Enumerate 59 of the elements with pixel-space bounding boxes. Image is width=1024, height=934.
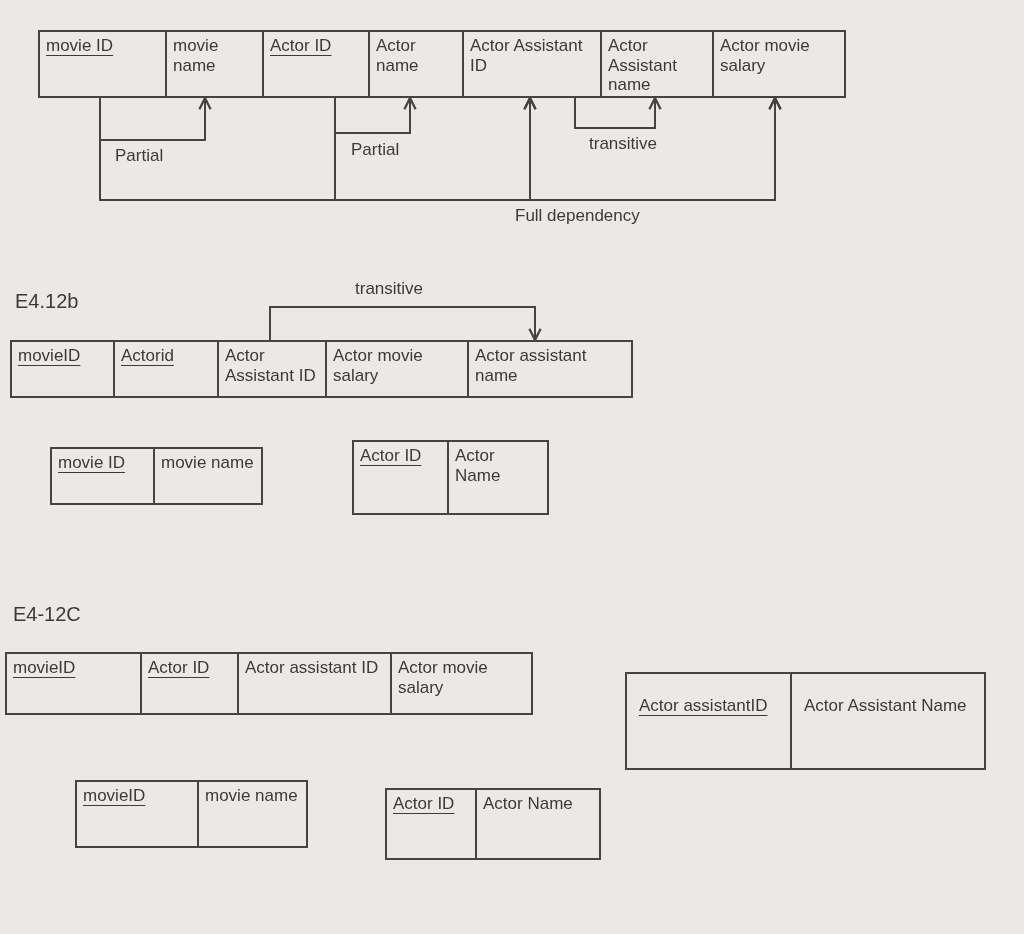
attribute-name: Actor movie salary — [333, 346, 424, 386]
table-cell — [10, 340, 115, 398]
dependency-arrow — [334, 96, 417, 134]
table-cell — [385, 788, 477, 860]
table-cell — [153, 447, 263, 505]
key-attribute-name: movie ID — [46, 36, 114, 56]
table-cell — [368, 30, 464, 98]
table-cell — [237, 652, 392, 715]
table-cell — [75, 780, 199, 848]
dependency-arrow — [269, 306, 542, 342]
table-cell — [5, 652, 142, 715]
attribute-name: movie name — [173, 36, 220, 76]
table-cell — [165, 30, 264, 98]
table-cell — [712, 30, 846, 98]
key-attribute-name: movieID — [18, 346, 81, 366]
dependency-arrow — [334, 96, 782, 201]
attribute-name: Actor Name — [455, 446, 502, 486]
key-attribute-name: Actor ID — [360, 446, 422, 466]
key-attribute-name: Actor ID — [148, 658, 210, 678]
attribute-name: Actor Assistant ID — [470, 36, 584, 76]
table-cell — [625, 672, 792, 770]
table-cell — [600, 30, 714, 98]
attribute-name: Actor movie salary — [720, 36, 811, 76]
key-attribute-name: Actor ID — [270, 36, 332, 56]
table-cell — [113, 340, 219, 398]
key-attribute-name: movie ID — [58, 453, 126, 473]
section-label: E4.12b — [15, 290, 79, 313]
attribute-name: movie name — [161, 453, 254, 473]
table-cell — [790, 672, 986, 770]
table-cell — [447, 440, 549, 515]
dependency-arrow — [99, 96, 212, 141]
key-attribute-name: movieID — [13, 658, 76, 678]
dependency-arrow — [574, 96, 662, 129]
attribute-name: Actor Assistant Name — [804, 696, 967, 716]
key-attribute-name: movieID — [83, 786, 146, 806]
table-cell — [325, 340, 469, 398]
attribute-name: Actor name — [376, 36, 420, 76]
table-cell — [462, 30, 602, 98]
attribute-name: Actor Name — [483, 794, 573, 814]
attribute-name: movie name — [205, 786, 298, 806]
table-cell — [390, 652, 533, 715]
key-attribute-name: Actor ID — [393, 794, 455, 814]
attribute-name: Actor assistant ID — [245, 658, 379, 678]
table-cell — [467, 340, 633, 398]
attribute-name: Actor assistant name — [475, 346, 588, 386]
table-cell — [38, 30, 167, 98]
attribute-name: Actor Assistant ID — [225, 346, 317, 386]
key-attribute-name: Actor assistantID — [639, 696, 768, 716]
table-cell — [140, 652, 239, 715]
attribute-name: Actor Assistant name — [608, 36, 678, 95]
table-cell — [217, 340, 327, 398]
key-attribute-name: Actorid — [121, 346, 174, 366]
section-label: E4-12C — [13, 603, 81, 626]
table-cell — [352, 440, 449, 515]
table-cell — [197, 780, 308, 848]
attribute-name: Actor movie salary — [398, 658, 489, 698]
table-cell — [475, 788, 601, 860]
table-cell — [50, 447, 155, 505]
table-cell — [262, 30, 370, 98]
